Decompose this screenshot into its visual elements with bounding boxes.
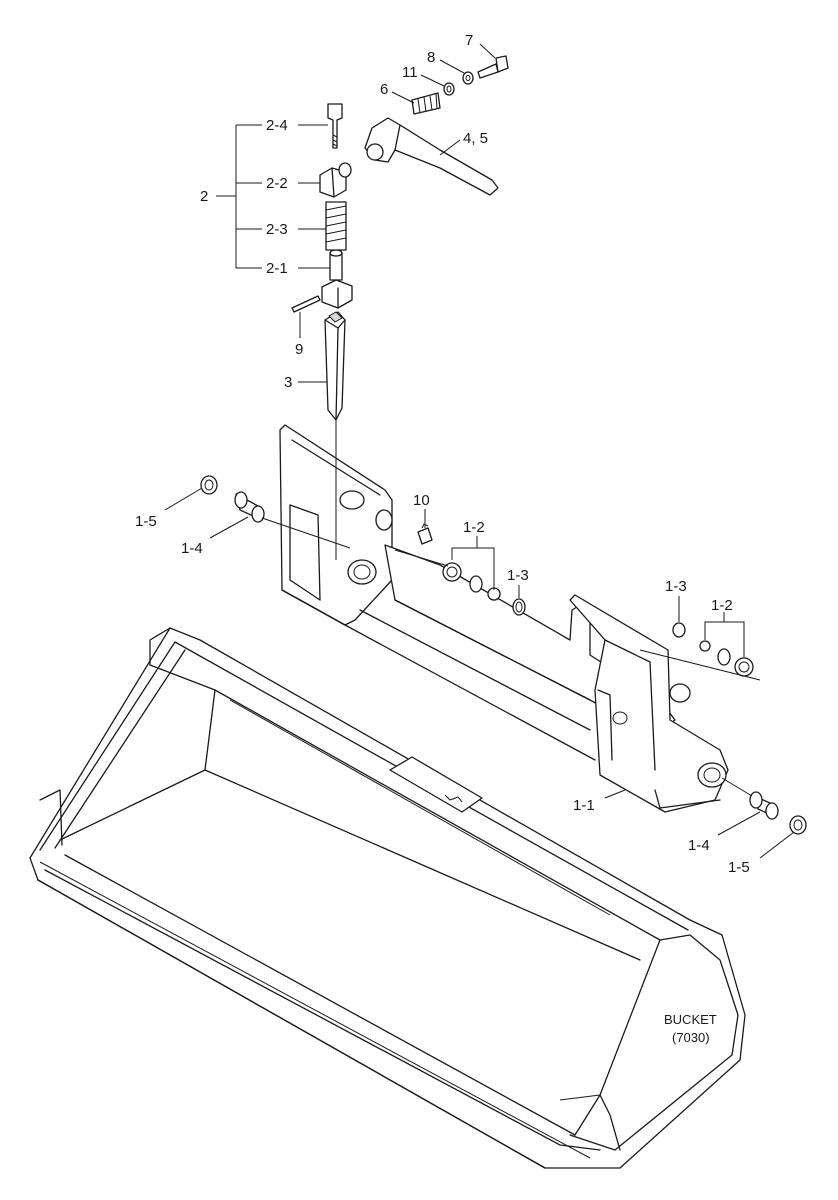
leader-lines xyxy=(164,43,795,859)
bucket-model-number: (7030) xyxy=(672,1030,710,1045)
callout-1-3-left: 1-3 xyxy=(507,567,529,584)
callout-1-2-left: 1-2 xyxy=(463,519,485,536)
callout-1-5-right: 1-5 xyxy=(728,859,750,876)
callout-1-1: 1-1 xyxy=(573,797,595,814)
lever-parts xyxy=(364,55,509,196)
callout-1-5-left: 1-5 xyxy=(135,513,157,530)
bushing-set-left xyxy=(442,562,526,616)
grease-fitting xyxy=(417,523,433,545)
pin-left xyxy=(200,475,265,523)
coupler-frame xyxy=(279,424,729,813)
callout-9: 9 xyxy=(295,341,303,358)
callout-4-5: 4, 5 xyxy=(463,130,488,147)
callout-6: 6 xyxy=(380,81,388,98)
callout-1-4-right: 1-4 xyxy=(688,837,710,854)
bushing-set-right xyxy=(672,622,754,677)
callout-11: 11 xyxy=(402,64,418,81)
plunger-assembly xyxy=(291,103,353,421)
pin-right xyxy=(749,791,807,835)
callout-1-4-left: 1-4 xyxy=(181,540,203,557)
callout-7: 7 xyxy=(465,32,473,49)
callout-2-4: 2-4 xyxy=(266,117,288,134)
callout-8: 8 xyxy=(427,49,435,66)
callout-1-2-right: 1-2 xyxy=(711,597,733,614)
callout-2-3: 2-3 xyxy=(266,221,288,238)
callout-1-3-right: 1-3 xyxy=(665,578,687,595)
callout-2-2: 2-2 xyxy=(266,175,288,192)
callout-2: 2 xyxy=(200,188,208,205)
callout-10: 10 xyxy=(413,492,430,509)
bucket xyxy=(29,627,746,1169)
bucket-label: BUCKET xyxy=(664,1012,717,1027)
callout-3: 3 xyxy=(284,374,292,391)
callout-2-1: 2-1 xyxy=(266,260,288,277)
callout-labels: 7 8 11 6 4, 5 2-4 2-2 2 2-3 2-1 9 3 10 1… xyxy=(135,32,750,1045)
